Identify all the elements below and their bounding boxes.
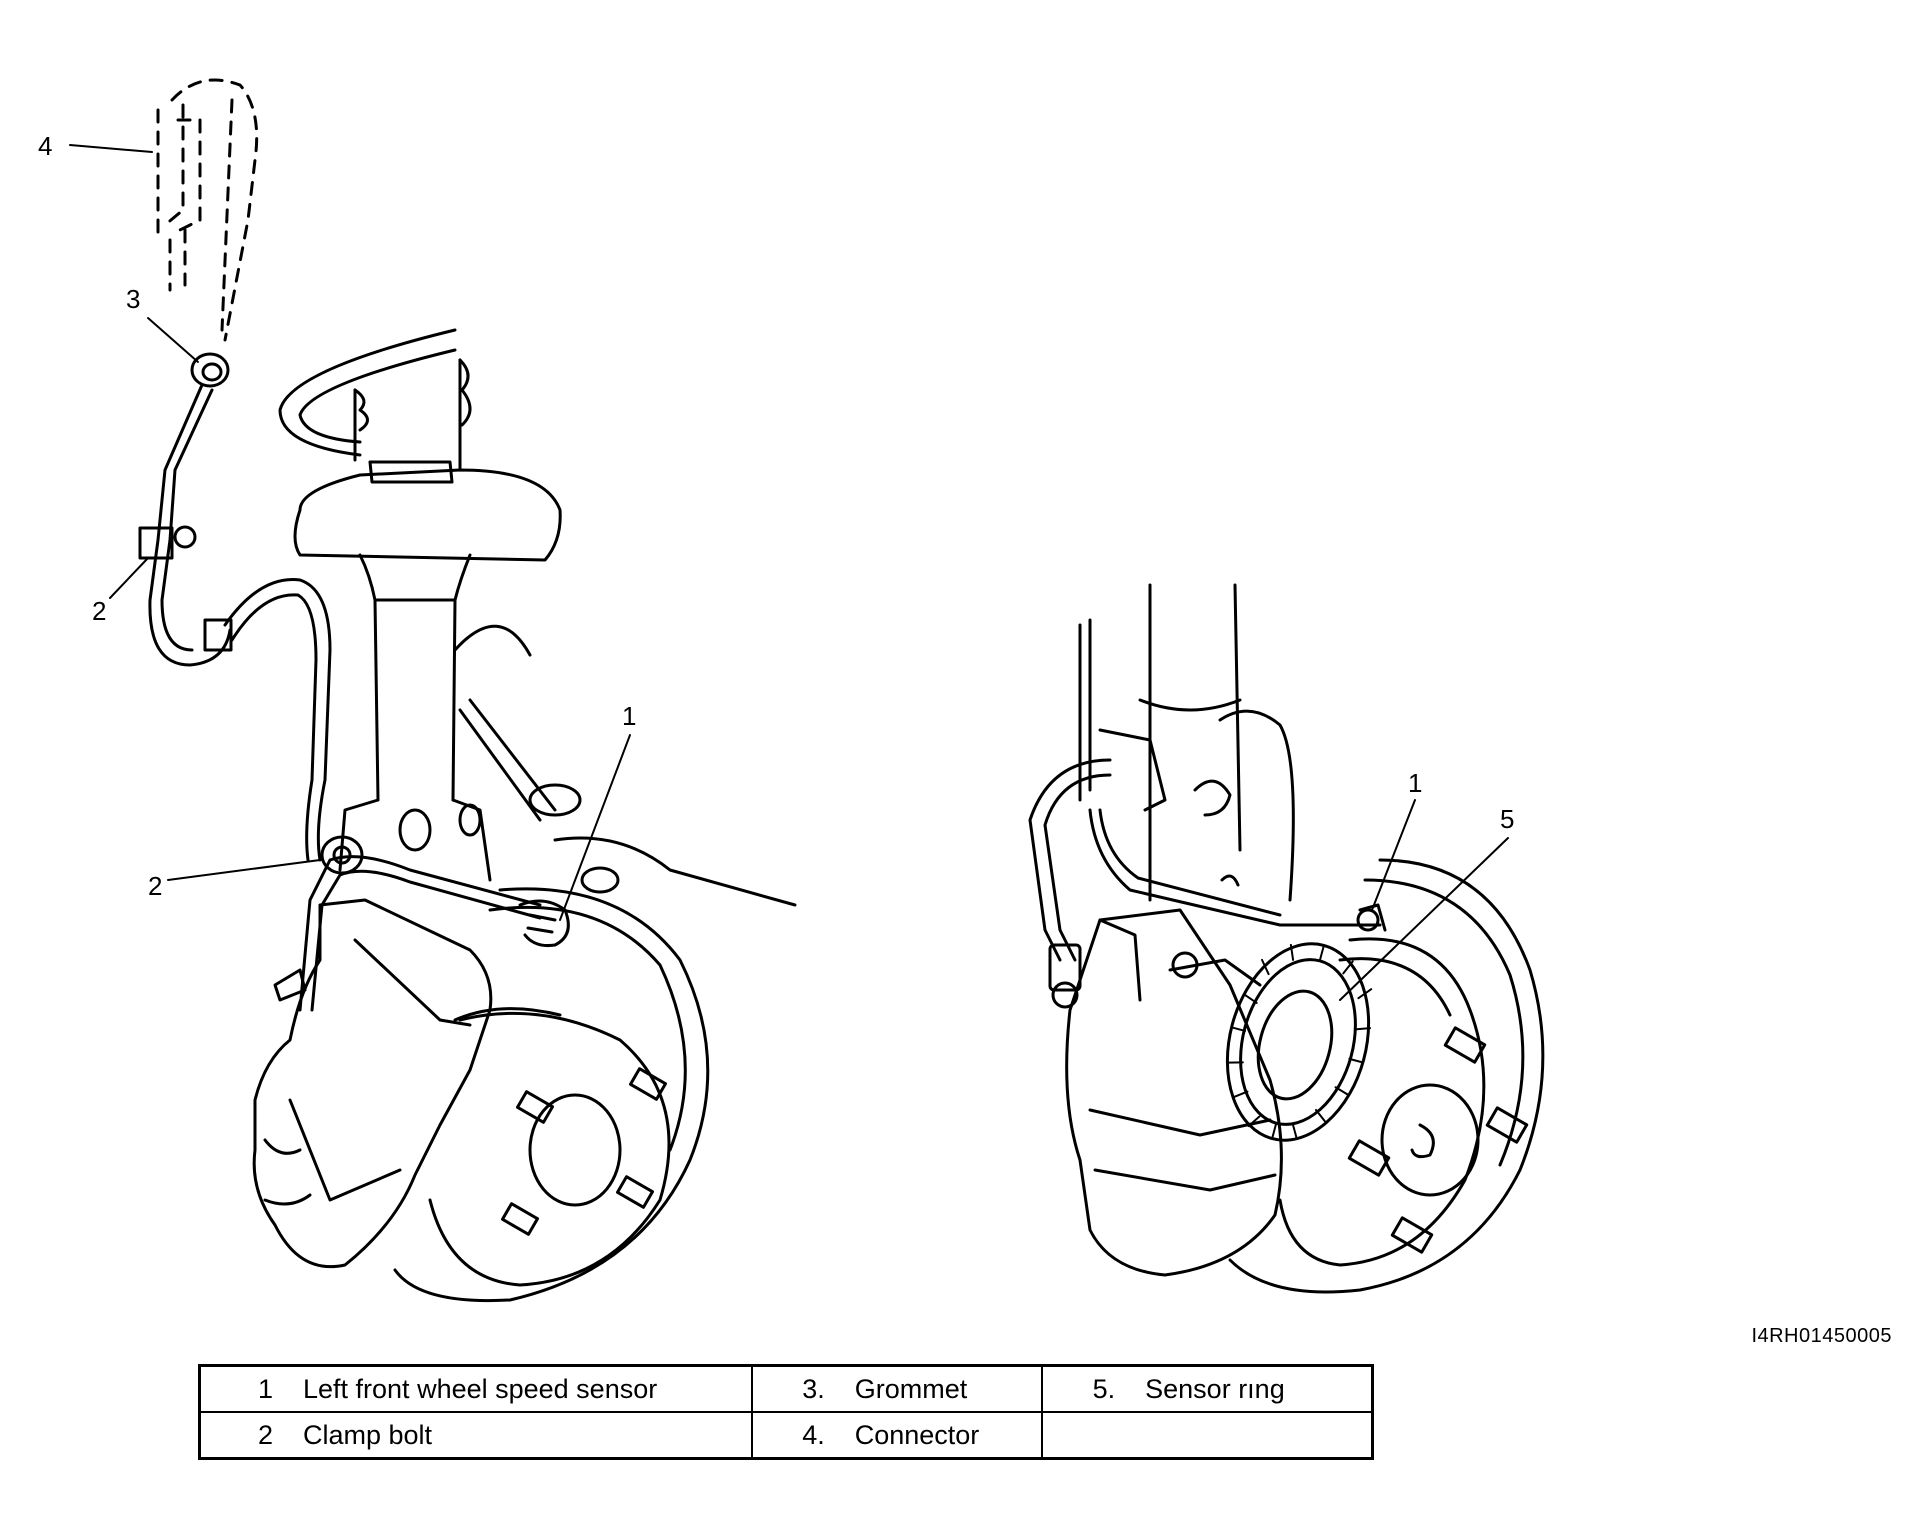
grommet [190, 352, 230, 388]
legend-text: Clamp bolt [303, 1419, 433, 1450]
legend-cell: 4. Connector [750, 1411, 1044, 1460]
callout-leaders [69, 144, 1509, 1001]
brake-disc-left [393, 887, 710, 1303]
legend-text: Connector [854, 1419, 980, 1450]
wheel-speed-sensor-left [518, 899, 570, 947]
callout-5: 5 [1500, 804, 1514, 834]
callout-4: 4 [38, 131, 52, 161]
legend-text: Grommet [854, 1373, 968, 1404]
strut-right [1078, 583, 1295, 902]
legend-cell: 3. Grommet [750, 1364, 1044, 1413]
strut-upper [278, 328, 562, 602]
legend-number: 3. [802, 1373, 825, 1404]
brake-caliper-left [252, 898, 493, 1269]
brake-caliper-right [1065, 908, 1283, 1277]
legend-cell: 2 Clamp bolt [198, 1411, 753, 1460]
legend-row: 2 Clamp bolt 4. Connector [198, 1411, 1374, 1460]
brake-disc-right [1228, 858, 1545, 1294]
callout-1-left: 1 [622, 701, 636, 731]
legend-number: 1 [257, 1373, 273, 1404]
legend-cell: 5. Sensor rıng [1041, 1364, 1374, 1413]
callout-2-upper: 2 [92, 596, 106, 626]
callout-2-lower: 2 [148, 871, 162, 901]
sensor-harness-right [1028, 758, 1382, 1009]
legend-text: Sensor rıng [1145, 1373, 1285, 1404]
right-assembly-view [1028, 583, 1545, 1294]
legend-row: 1 Left front wheel speed sensor 3. Grommet… [198, 1364, 1374, 1413]
connector-dashed [156, 78, 259, 342]
callout-3: 3 [126, 284, 140, 314]
legend-cell: 1 Left front wheel speed sensor [198, 1364, 753, 1413]
callout-1-right: 1 [1408, 768, 1422, 798]
upper-clamp [138, 525, 233, 652]
legend-number: 4. [802, 1419, 825, 1450]
legend-table: 1 Left front wheel speed sensor 3. Grommet… [198, 1364, 1374, 1460]
tie-rod [453, 624, 797, 907]
legend-text: Left front wheel speed sensor [303, 1373, 658, 1404]
wheel-speed-sensor-right [1356, 903, 1387, 932]
strut-tube [338, 598, 492, 882]
legend-number: 2 [257, 1419, 273, 1450]
left-assembly-view [138, 78, 797, 1303]
legend-number: 5. [1092, 1373, 1116, 1404]
legend-cell [1041, 1411, 1374, 1460]
sensor-ring [1225, 942, 1373, 1142]
figure-code: I4RH01450005 [1751, 1325, 1892, 1347]
